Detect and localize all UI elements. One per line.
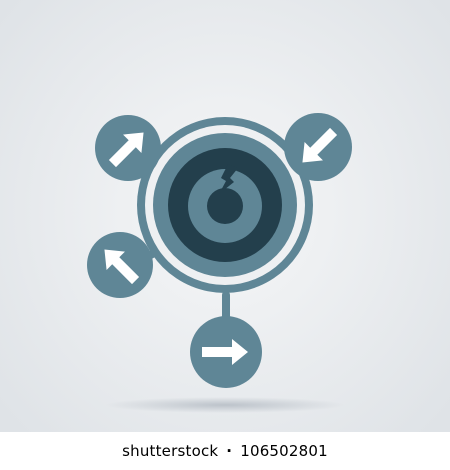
watermark-separator: · [226,442,233,460]
arrow-up-right-icon[interactable] [95,115,161,181]
watermark: shutterstock · 106502801 [0,432,450,470]
drop-shadow [105,397,345,413]
arrow-down-left-icon[interactable] [284,113,352,181]
watermark-brand: shutterstock [122,442,219,460]
arrow-up-left-icon[interactable] [87,232,153,298]
refresh-cycle-icon [188,164,262,243]
watermark-image-id: 106502801 [240,442,328,460]
arrow-right-icon[interactable] [190,316,262,388]
network-hub-icon [87,113,352,388]
